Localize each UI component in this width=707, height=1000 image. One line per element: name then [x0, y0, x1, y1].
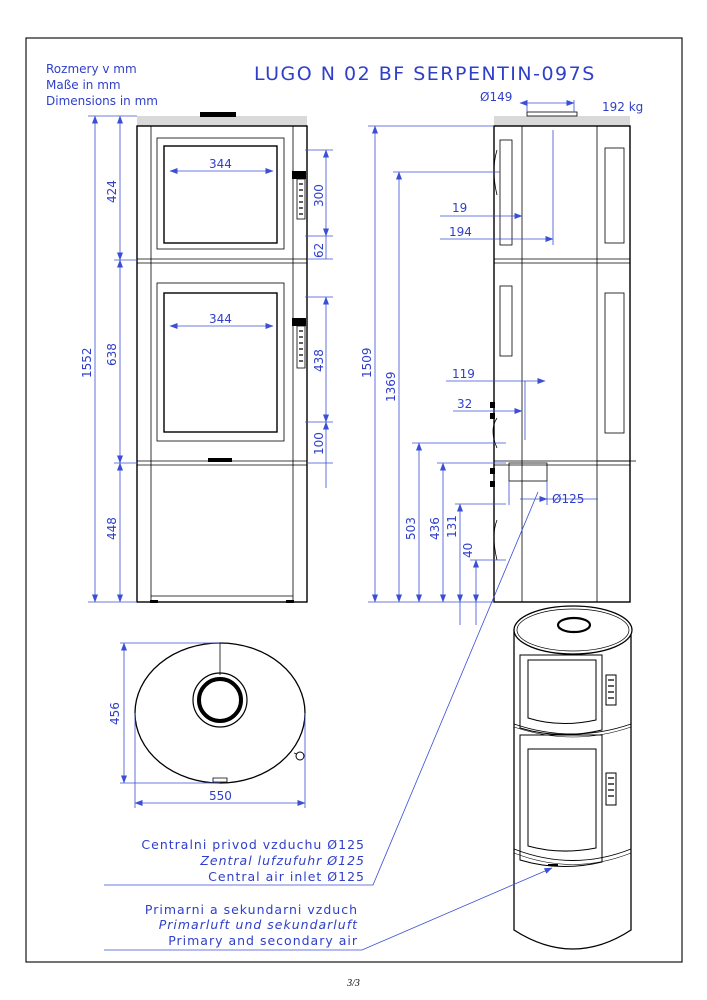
svg-text:Zentral lufzufuhr Ø125: Zentral lufzufuhr Ø125 [199, 853, 365, 868]
dim-1369: 1369 [384, 371, 398, 402]
stove-weight: 192 kg [602, 100, 643, 114]
svg-text:Dimensions in mm: Dimensions in mm [46, 94, 158, 108]
top-view: 456 550 [108, 642, 306, 808]
dim-depth: 456 [108, 702, 122, 725]
dim-middle-section: 638 [105, 343, 119, 366]
central-air-callout: Centralni privod vzduchu Ø125 Zentral lu… [104, 491, 539, 886]
svg-text:Centralni privod vzduchu Ø125: Centralni privod vzduchu Ø125 [141, 837, 365, 852]
dim-1509: 1509 [360, 347, 374, 378]
flue-diameter: Ø149 [480, 90, 512, 104]
dim-19: 19 [452, 201, 467, 215]
svg-text:Maße in mm: Maße in mm [46, 78, 121, 92]
dim-436: 436 [428, 517, 442, 540]
svg-text:Rozmery v mm: Rozmery v mm [46, 62, 137, 76]
dim-total-height: 1552 [80, 347, 94, 378]
page-number: 3/3 [347, 978, 360, 989]
primary-air-callout: Primarni a sekundarni vzduch Primarluft … [104, 867, 553, 951]
handle-upper [292, 171, 306, 220]
model-title: LUGO N 02 BF SERPENTIN-097S [254, 63, 596, 85]
dim-194: 194 [449, 225, 472, 239]
dim-503: 503 [404, 517, 418, 540]
svg-text:Primary and secondary air: Primary and secondary air [168, 933, 358, 948]
dim-131: 131 [445, 515, 459, 538]
dim-32: 32 [457, 397, 472, 411]
dim-lower-section: 448 [105, 517, 119, 540]
units-note: Rozmery v mm Maße in mm Dimensions in mm [46, 62, 158, 108]
air-inlet-diameter: Ø125 [552, 492, 584, 506]
dim-438: 438 [312, 349, 326, 372]
side-view: Ø149 192 kg 19 194 1509 1369 119 32 503 [360, 90, 643, 625]
dim-width: 550 [209, 789, 232, 803]
svg-text:Central air inlet Ø125: Central air inlet Ø125 [208, 869, 365, 884]
dim-40: 40 [461, 543, 475, 558]
dim-300: 300 [312, 184, 326, 207]
dim-window-top: 344 [209, 157, 232, 171]
dim-window-mid: 344 [209, 312, 232, 326]
drawing-frame [25, 37, 683, 963]
svg-text:Primarluft und sekundarluft: Primarluft und sekundarluft [159, 917, 358, 932]
handle-middle [292, 318, 306, 369]
dim-62: 62 [312, 243, 326, 258]
dim-119: 119 [452, 367, 475, 381]
dim-upper-section: 424 [105, 180, 119, 203]
svg-text:Primarni a sekundarni vzduch: Primarni a sekundarni vzduch [145, 902, 358, 917]
stove-perspective-view [513, 605, 633, 950]
front-view: 344 344 1552 424 638 448 300 62 438 100 [80, 112, 333, 603]
dim-100: 100 [312, 432, 326, 455]
